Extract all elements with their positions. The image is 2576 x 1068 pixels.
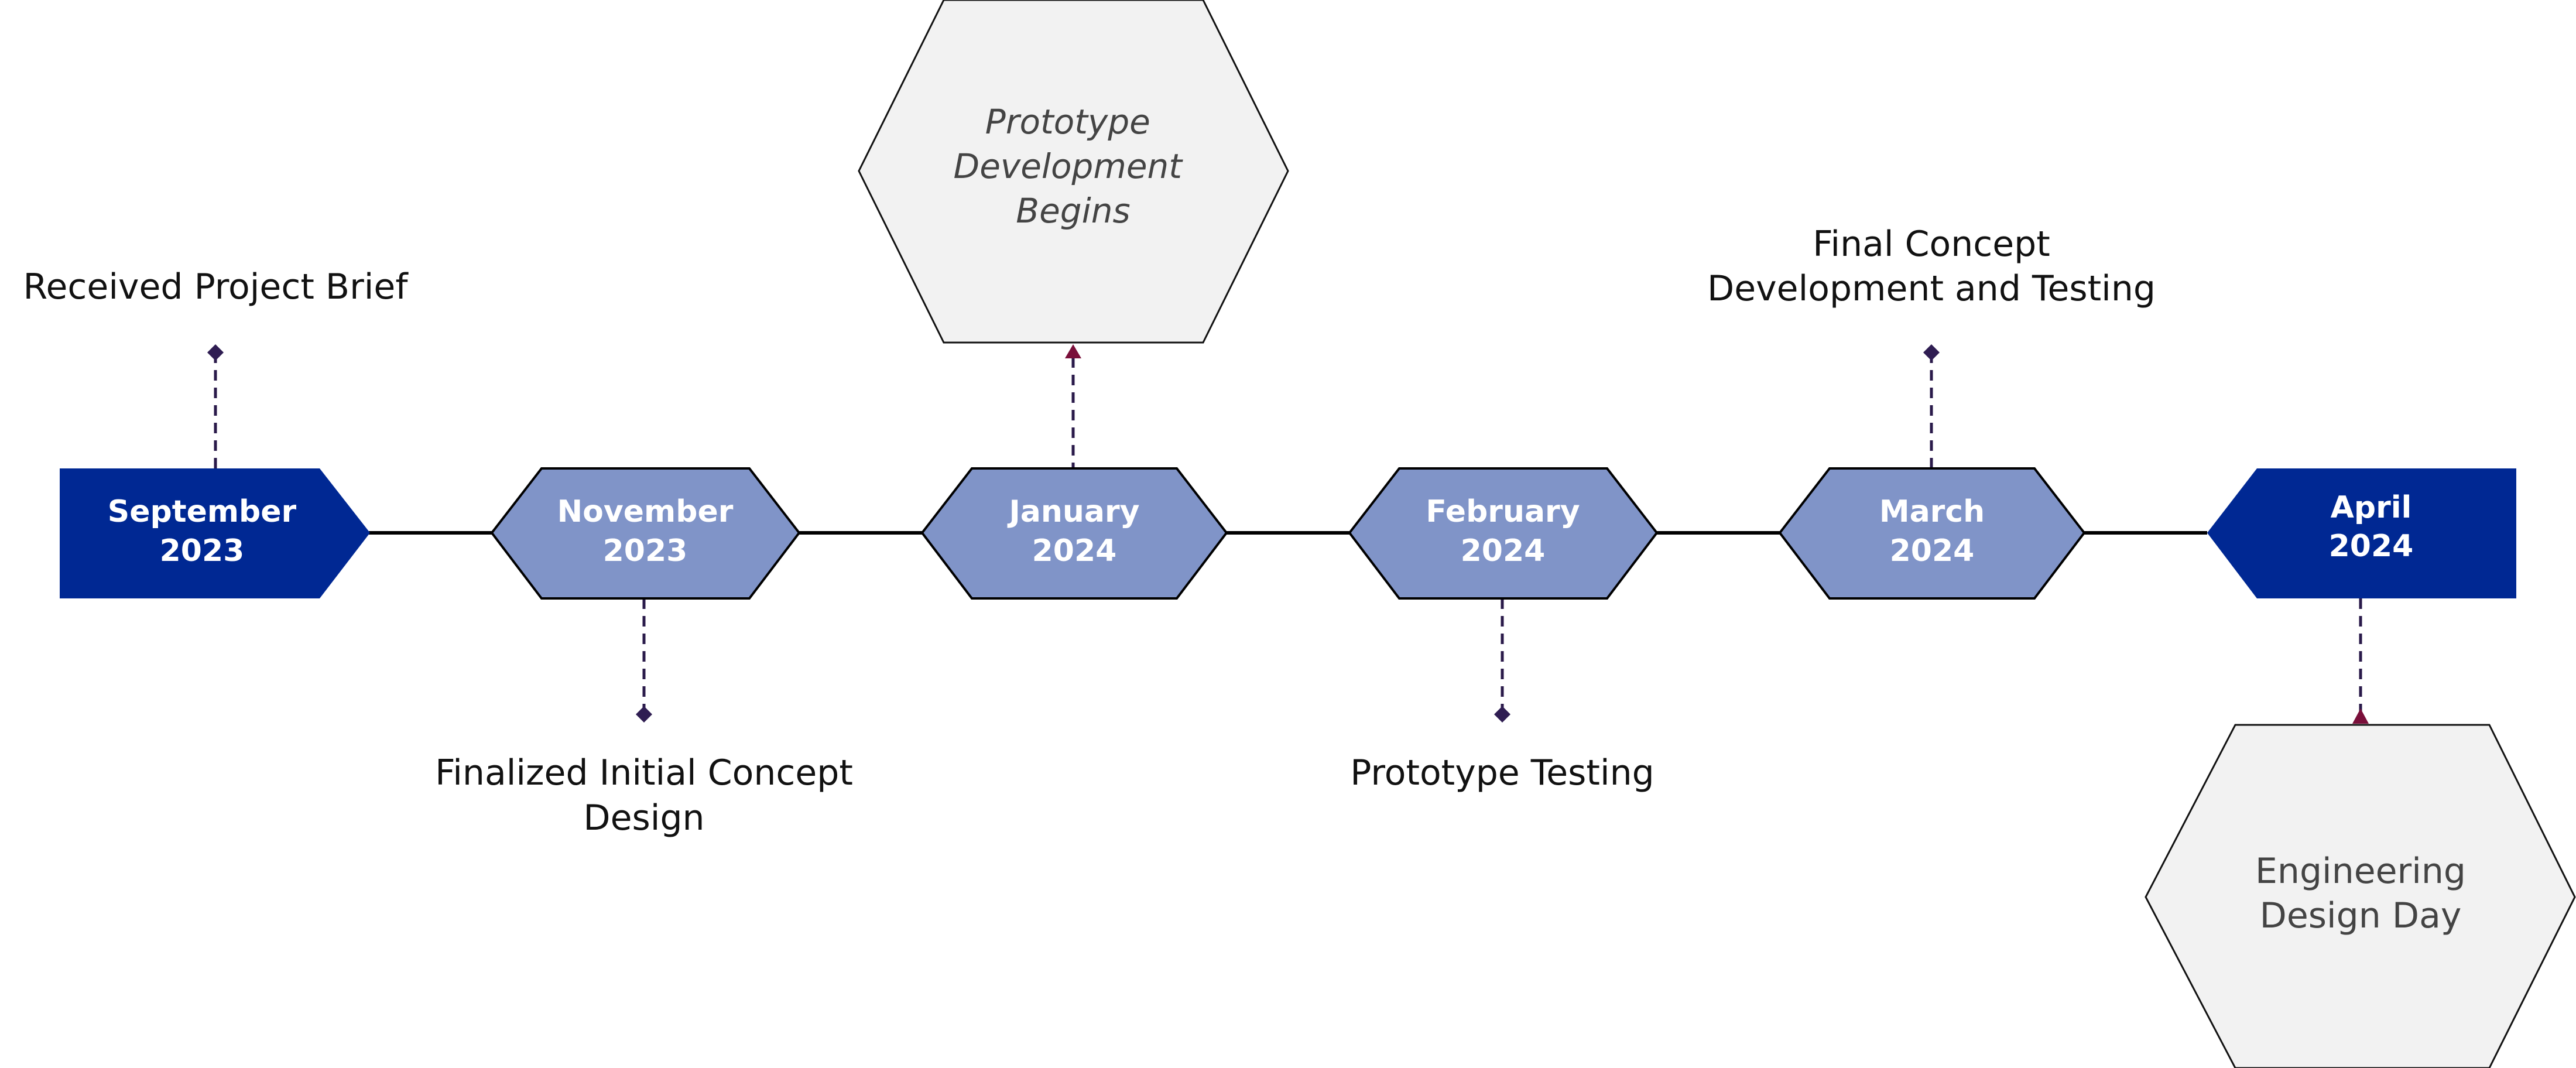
- hexagon-callout-april: [2145, 724, 2576, 1068]
- milestone-node-april: [2207, 468, 2516, 598]
- arrow-markers: [1065, 344, 2369, 724]
- hexagon-text-line: Begins: [1016, 191, 1130, 231]
- milestone-month-september: September: [108, 494, 297, 529]
- diamond-marker-march: [1923, 344, 1940, 361]
- dashed-stems: [214, 352, 2362, 719]
- arrow-up-icon: [1065, 344, 1081, 358]
- event-text: Final Concept: [1813, 224, 2050, 265]
- diamond-marker-november: [636, 706, 652, 723]
- event-text: Prototype Testing: [1350, 752, 1654, 793]
- milestone-node-february: [1348, 467, 1659, 600]
- milestone-year-february: 2024: [1461, 533, 1546, 569]
- hexagon-text: Design Day: [2260, 895, 2462, 936]
- milestone-month-november: November: [557, 494, 734, 529]
- hexagon-callout-january: [858, 0, 1289, 344]
- milestone-year-november: 2023: [603, 533, 688, 569]
- milestone-month-march: March: [1879, 494, 1985, 529]
- hexagon-callouts: [858, 0, 2576, 1068]
- event-text: Finalized Initial Concept: [435, 752, 853, 793]
- milestone-nodes: [60, 467, 2516, 600]
- hexagon-text: Engineering: [2255, 851, 2466, 892]
- diamond-markers: [207, 344, 1940, 723]
- milestone-node-november: [490, 467, 801, 600]
- milestone-year-april: 2024: [2329, 529, 2414, 564]
- event-labels: Received Project Brief Finalized Initial…: [23, 102, 2466, 936]
- hexagon-text-line: Development: [954, 146, 1184, 186]
- milestone-year-september: 2023: [160, 533, 245, 569]
- event-text: Development and Testing: [1707, 268, 2156, 309]
- diamond-marker-february: [1494, 706, 1510, 723]
- hexagon-text: Prototype Development Begins: [954, 102, 1193, 231]
- milestone-labels: September 2023 November 2023 January 202…: [108, 490, 2414, 569]
- milestone-month-february: February: [1426, 494, 1580, 529]
- milestone-month-january: January: [1007, 494, 1139, 529]
- milestone-year-march: 2024: [1890, 533, 1975, 569]
- hexagon-text-line: Prototype: [985, 102, 1150, 142]
- arrow-up-icon: [2352, 708, 2369, 724]
- milestone-node-january: [920, 467, 1228, 600]
- event-text: Received Project Brief: [23, 266, 409, 307]
- milestone-node-september: [60, 468, 370, 598]
- milestone-year-january: 2024: [1032, 533, 1117, 569]
- milestone-month-april: April: [2331, 490, 2412, 525]
- milestone-node-march: [1778, 467, 2086, 600]
- event-text: Design: [583, 797, 704, 838]
- diamond-marker-september: [207, 344, 224, 361]
